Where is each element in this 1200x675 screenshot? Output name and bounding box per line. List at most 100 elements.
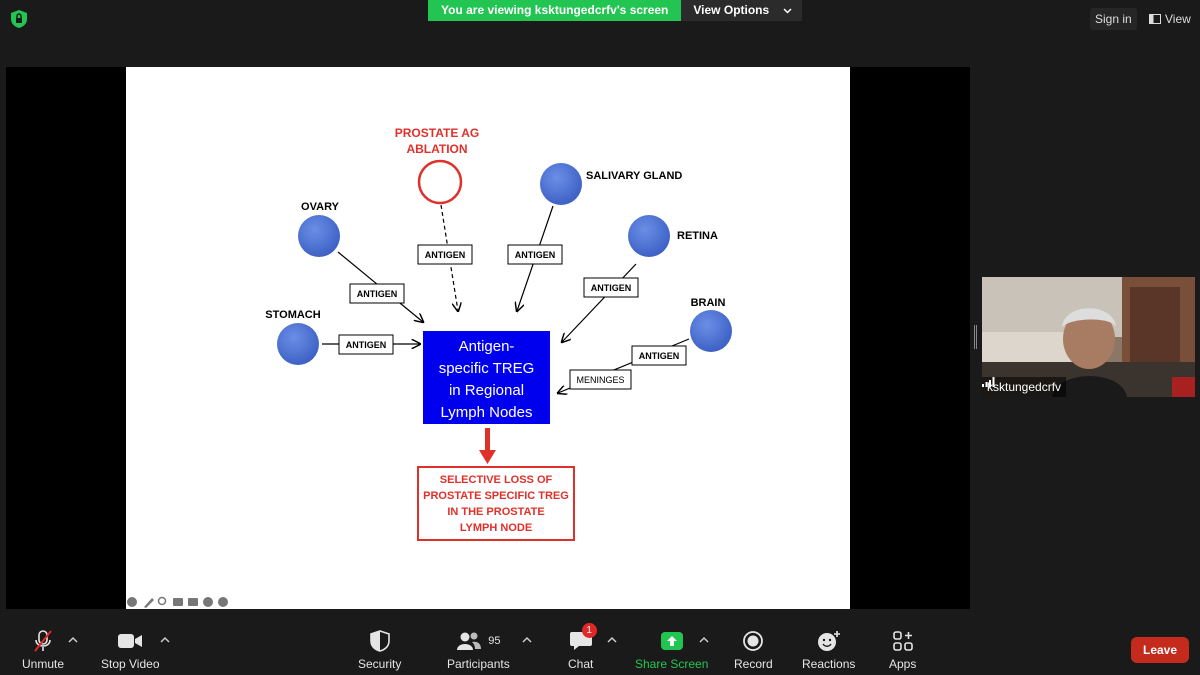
stomach-circle <box>277 323 319 365</box>
result-box-line4: LYMPH NODE <box>460 522 532 534</box>
view-options-label: View Options <box>693 3 770 17</box>
leave-button[interactable]: Leave <box>1131 637 1189 663</box>
center-box-line4: Lymph Nodes <box>441 404 533 421</box>
smiley-plus-icon <box>817 631 840 651</box>
antigen-box-salivary: ANTIGEN <box>507 244 563 265</box>
antigen-text: ANTIGEN <box>639 351 680 361</box>
result-box-line3: IN THE PROSTATE <box>447 506 544 518</box>
share-screen-icon <box>660 632 683 650</box>
chat-label: Chat <box>568 657 594 671</box>
result-arrow-head <box>479 450 496 464</box>
next-slide-icon[interactable] <box>218 597 228 607</box>
stop-video-button[interactable]: Stop Video <box>101 627 160 671</box>
meninges-text: MENINGES <box>576 375 624 385</box>
ovary-label: OVARY <box>301 201 340 213</box>
share-screen-label: Share Screen <box>635 657 709 671</box>
retina-label: RETINA <box>677 230 718 242</box>
meeting-toolbar: Unmute Stop Video Security 95 <box>0 621 1200 675</box>
view-options-button[interactable]: View Options <box>681 0 803 21</box>
participants-label: Participants <box>447 657 510 671</box>
result-arrow-shaft <box>485 428 490 452</box>
center-box-line2: specific TREG <box>439 360 535 377</box>
stop-video-label: Stop Video <box>101 657 160 671</box>
security-label: Security <box>358 657 402 671</box>
meninges-box: MENINGES <box>569 369 632 390</box>
prostate-ablation-label-line2: ABLATION <box>406 142 467 156</box>
record-button[interactable]: Record <box>734 627 773 671</box>
chat-button[interactable]: 1 Chat <box>568 623 597 671</box>
muted-mic-icon <box>34 630 52 652</box>
reactions-label: Reactions <box>802 657 856 671</box>
brain-label: BRAIN <box>691 297 726 309</box>
chevron-down-icon <box>783 7 792 14</box>
video-camera-icon <box>118 634 143 648</box>
apps-button[interactable]: Apps <box>889 627 916 671</box>
antigen-box-stomach: ANTIGEN <box>338 334 394 355</box>
apps-label: Apps <box>889 657 917 671</box>
share-screen-button[interactable]: Share Screen <box>635 627 708 671</box>
prev-slide-icon[interactable] <box>127 597 137 607</box>
layout-icon[interactable] <box>188 598 198 606</box>
antigen-text: ANTIGEN <box>515 250 556 260</box>
pen-icon[interactable] <box>144 598 154 608</box>
antigen-text: ANTIGEN <box>591 283 632 293</box>
view-layout-icon <box>1149 14 1161 24</box>
share-options-chevron-icon[interactable] <box>697 633 711 647</box>
retina-arrow <box>562 263 637 342</box>
more-icon[interactable] <box>203 597 213 607</box>
participant-name: ksktungedcrfv <box>987 380 1062 394</box>
antigen-box-prostate: ANTIGEN <box>417 244 473 265</box>
antigen-box-retina: ANTIGEN <box>583 277 639 298</box>
audio-options-chevron-icon[interactable] <box>66 633 80 647</box>
treg-center-box <box>423 331 550 424</box>
signal-strength-icon <box>982 377 995 387</box>
unmute-label: Unmute <box>22 657 65 671</box>
reactions-button[interactable]: Reactions <box>802 627 855 671</box>
video-options-chevron-icon[interactable] <box>158 633 172 647</box>
viewing-screen-label: You are viewing ksktungedcrfv's screen <box>428 0 682 21</box>
security-button[interactable]: Security <box>358 627 401 671</box>
presentation-slide: PROSTATE AG ABLATION OVARY SALIVARY GLAN… <box>126 67 850 609</box>
participants-options-chevron-icon[interactable] <box>520 633 534 647</box>
slideshow-controls[interactable] <box>127 596 228 608</box>
apps-icon <box>892 631 913 651</box>
antigen-box-ovary: ANTIGEN <box>349 283 405 304</box>
antigen-text: ANTIGEN <box>346 340 387 350</box>
antigen-text: ANTIGEN <box>357 289 398 299</box>
view-button[interactable]: View <box>1145 8 1195 30</box>
prostate-circle <box>417 159 463 205</box>
record-icon <box>743 631 764 651</box>
screen-share-banner: You are viewing ksktungedcrfv's screen V… <box>428 0 803 21</box>
center-box-line1: Antigen- <box>459 338 515 355</box>
captions-icon[interactable] <box>173 598 183 606</box>
chat-unread-badge: 1 <box>581 623 597 638</box>
brain-circle <box>690 310 732 352</box>
retina-circle <box>628 215 670 257</box>
shield-icon[interactable] <box>11 10 27 28</box>
result-box-line1: SELECTIVE LOSS OF <box>440 474 553 486</box>
participant-name-tag: ksktungedcrfv <box>982 377 1067 397</box>
participants-count: 95 <box>488 635 501 647</box>
result-box-line2: PROSTATE SPECIFIC TREG <box>423 490 569 502</box>
salivary-circle <box>540 163 582 205</box>
record-label: Record <box>734 657 773 671</box>
antigen-box-brain: ANTIGEN <box>631 345 687 366</box>
view-label: View <box>1165 12 1191 26</box>
center-box-line3: in Regional <box>449 382 524 399</box>
unmute-button[interactable]: Unmute <box>22 627 64 671</box>
chat-options-chevron-icon[interactable] <box>605 633 619 647</box>
stomach-label: STOMACH <box>265 309 320 321</box>
prostate-arrow <box>440 204 458 311</box>
zoom-icon[interactable] <box>157 596 167 606</box>
participant-video-tile[interactable]: ksktungedcrfv <box>982 277 1195 397</box>
participants-icon <box>457 632 482 650</box>
security-shield-icon <box>369 630 390 652</box>
antigen-text: ANTIGEN <box>425 250 466 260</box>
panel-resize-handle[interactable] <box>974 325 977 349</box>
slide-diagram: PROSTATE AG ABLATION OVARY SALIVARY GLAN… <box>127 126 732 608</box>
result-box <box>417 466 575 541</box>
participants-button[interactable]: 95 Participants <box>447 627 510 671</box>
salivary-label: SALIVARY GLAND <box>586 170 682 182</box>
sign-in-button[interactable]: Sign in <box>1090 8 1137 30</box>
prostate-ablation-label-line1: PROSTATE AG <box>395 126 479 140</box>
